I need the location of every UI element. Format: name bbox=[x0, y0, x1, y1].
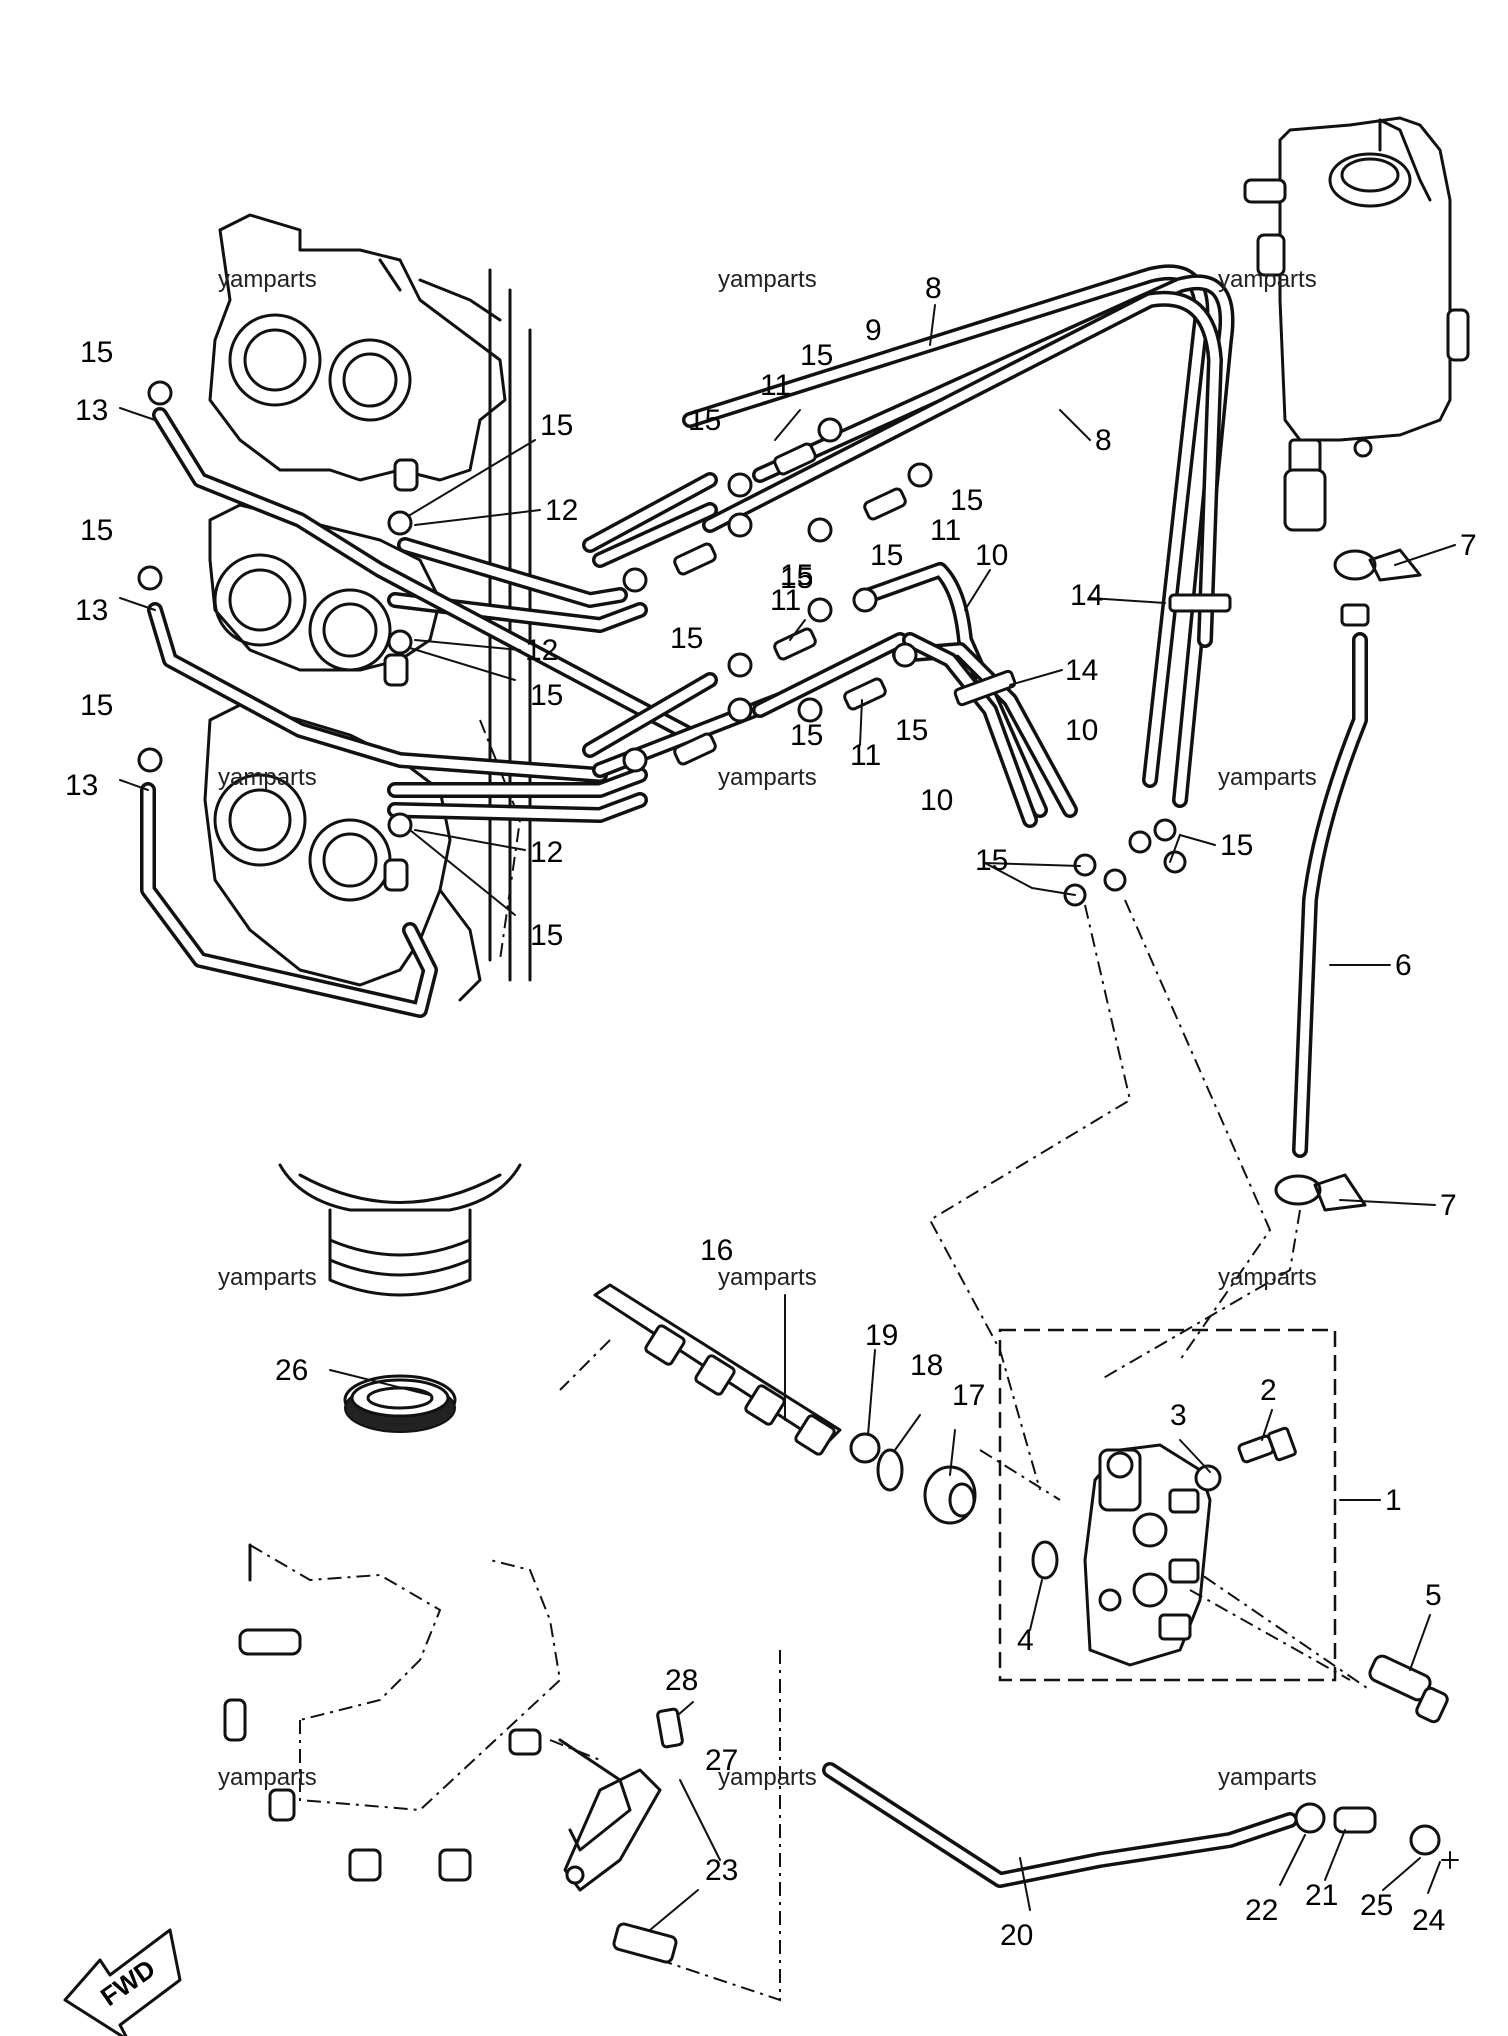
callout-numbers: 1 2 3 4 5 6 7 7 8 8 9 10 10 10 11 11 11 … bbox=[65, 272, 1477, 1952]
callout-12: 12 bbox=[545, 494, 578, 527]
watermark: yamparts bbox=[218, 266, 317, 293]
callout-leaders bbox=[119, 304, 1456, 1931]
callout-21: 21 bbox=[1305, 1879, 1338, 1912]
callout-11: 11 bbox=[760, 369, 791, 402]
callout-11: 11 bbox=[930, 514, 961, 547]
callout-15: 15 bbox=[975, 844, 1008, 877]
watermarks: yamparts yamparts yamparts yamparts yamp… bbox=[218, 266, 1317, 1791]
fwd-arrow: FWD bbox=[63, 1928, 182, 2036]
callout-10: 10 bbox=[920, 784, 953, 817]
delivery-hoses bbox=[140, 264, 1235, 1018]
watermark: yamparts bbox=[218, 1764, 317, 1791]
callout-15: 15 bbox=[800, 339, 833, 372]
callout-15: 15 bbox=[530, 679, 563, 712]
watermark: yamparts bbox=[718, 1764, 817, 1791]
callout-23: 23 bbox=[705, 1854, 738, 1887]
callout-7: 7 bbox=[1460, 529, 1477, 562]
leader-lines bbox=[549, 899, 1371, 2002]
callout-15: 15 bbox=[780, 559, 813, 592]
check-valves-and-nuts bbox=[137, 380, 1187, 907]
watermark: yamparts bbox=[1218, 1264, 1317, 1291]
callout-3: 3 bbox=[1170, 1399, 1187, 1432]
oil-pump-drawing bbox=[1031, 1426, 1297, 1667]
callout-17: 17 bbox=[952, 1379, 985, 1412]
callout-28: 28 bbox=[665, 1664, 698, 1697]
callout-15: 15 bbox=[530, 919, 563, 952]
callout-15: 15 bbox=[895, 714, 928, 747]
callout-1: 1 bbox=[1385, 1484, 1402, 1517]
callout-15: 15 bbox=[540, 409, 573, 442]
callout-10: 10 bbox=[975, 539, 1008, 572]
callout-12: 12 bbox=[530, 836, 563, 869]
callout-5: 5 bbox=[1425, 1579, 1442, 1612]
lower-casing-and-linkage bbox=[223, 1543, 684, 1964]
callout-19: 19 bbox=[865, 1319, 898, 1352]
callout-11: 11 bbox=[850, 739, 881, 772]
callout-11: 11 bbox=[770, 584, 801, 617]
callout-22: 22 bbox=[1245, 1894, 1278, 1927]
callout-9: 9 bbox=[865, 314, 882, 347]
callout-13: 13 bbox=[65, 769, 98, 802]
callout-8: 8 bbox=[925, 272, 942, 305]
callout-25: 25 bbox=[1360, 1889, 1393, 1922]
pump-drive-shaft bbox=[278, 1163, 977, 1525]
part-5-fitting bbox=[1368, 1654, 1449, 1724]
callout-15: 15 bbox=[670, 622, 703, 655]
callout-4: 4 bbox=[1017, 1624, 1034, 1657]
callout-15: 15 bbox=[870, 539, 903, 572]
callout-8: 8 bbox=[1095, 424, 1112, 457]
callout-7: 7 bbox=[1440, 1189, 1457, 1222]
callout-18: 18 bbox=[910, 1349, 943, 1382]
watermark: yamparts bbox=[1218, 266, 1317, 293]
oil-tank-drawing bbox=[1243, 116, 1470, 532]
callout-2: 2 bbox=[1260, 1374, 1277, 1407]
callout-12: 12 bbox=[525, 634, 558, 667]
callout-15: 15 bbox=[80, 336, 113, 369]
callout-13: 13 bbox=[75, 394, 108, 427]
watermark: yamparts bbox=[1218, 764, 1317, 791]
callout-6: 6 bbox=[1395, 949, 1412, 982]
callout-14: 14 bbox=[1070, 579, 1103, 612]
callout-15: 15 bbox=[790, 719, 823, 752]
control-rod-20 bbox=[822, 1762, 1459, 1888]
callout-15: 15 bbox=[780, 562, 813, 595]
callout-15: 15 bbox=[1220, 829, 1253, 862]
callout-24: 24 bbox=[1412, 1904, 1445, 1937]
watermark: yamparts bbox=[718, 1264, 817, 1291]
callout-15: 15 bbox=[688, 404, 721, 437]
callout-20: 20 bbox=[1000, 1919, 1033, 1952]
callout-15: 15 bbox=[80, 689, 113, 722]
callout-13: 13 bbox=[75, 594, 108, 627]
watermark: yamparts bbox=[718, 764, 817, 791]
callout-15: 15 bbox=[80, 514, 113, 547]
oil-feed-hose bbox=[1274, 548, 1422, 1212]
callout-10: 10 bbox=[1065, 714, 1098, 747]
callout-15: 15 bbox=[950, 484, 983, 517]
watermark: yamparts bbox=[218, 1264, 317, 1291]
watermark: yamparts bbox=[1218, 1764, 1317, 1791]
callout-16: 16 bbox=[700, 1234, 733, 1267]
callout-14: 14 bbox=[1065, 654, 1098, 687]
callout-26: 26 bbox=[275, 1354, 308, 1387]
callout-27: 27 bbox=[705, 1744, 738, 1777]
watermark: yamparts bbox=[218, 764, 317, 791]
watermark: yamparts bbox=[718, 266, 817, 293]
